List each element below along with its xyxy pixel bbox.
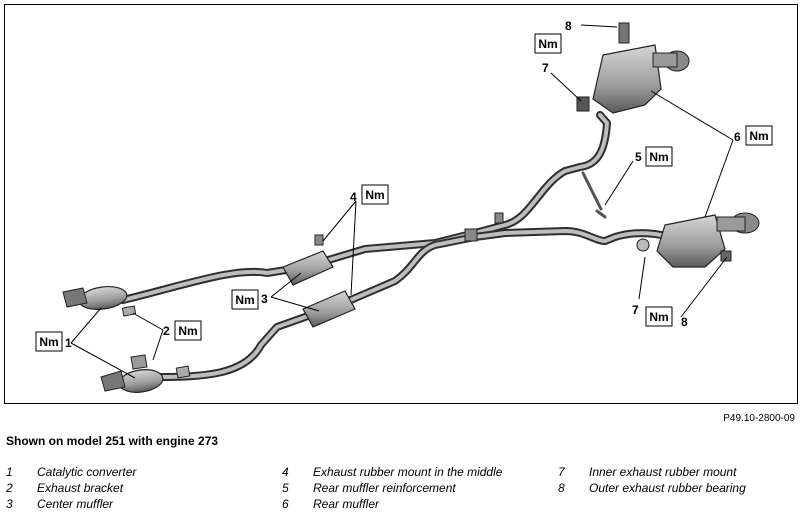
legend-number: 4 — [282, 465, 289, 479]
rear-muffler-upper — [576, 22, 690, 114]
center-muffler-lower — [302, 290, 356, 328]
legend-label: Center muffler — [37, 497, 114, 511]
rear-muffler-lower — [636, 212, 760, 268]
torque-callouts: Nm Nm Nm Nm Nm Nm — [35, 33, 773, 352]
legend-label: Rear muffler — [313, 497, 380, 511]
legend-number: 3 — [6, 497, 13, 511]
legend-number: 1 — [6, 465, 13, 479]
legend-label: Rear muffler reinforcement — [313, 481, 456, 495]
torque-box: Nm — [361, 184, 389, 205]
callout-8-lower: 8 — [681, 315, 688, 329]
exhaust-system-diagram: Nm Nm Nm Nm Nm Nm — [4, 4, 798, 404]
torque-label: Nm — [235, 293, 254, 307]
legend-number: 5 — [282, 481, 289, 495]
figure-caption: Shown on model 251 with engine 273 — [6, 434, 219, 448]
catalytic-converter-upper — [62, 286, 128, 310]
legend-label: Exhaust rubber mount in the middle — [313, 465, 503, 479]
legend-label: Exhaust bracket — [37, 481, 124, 495]
leader-lines — [70, 24, 734, 379]
torque-box: Nm — [231, 289, 259, 310]
legend-column-1: 1 Catalytic converter 2 Exhaust bracket 3 C… — [6, 464, 136, 512]
callout-5: 5 — [635, 150, 642, 164]
callout-numbers: 1 2 3 4 5 6 7 8 7 8 — [65, 19, 741, 350]
torque-label: Nm — [178, 324, 197, 338]
exhaust-illustration: Nm Nm Nm Nm Nm Nm — [35, 19, 773, 393]
legend-label: Catalytic converter — [37, 465, 137, 479]
callout-2: 2 — [163, 324, 170, 338]
torque-label: Nm — [538, 37, 557, 51]
legend-item: 3 Center muffler — [6, 496, 136, 512]
callout-7-lower: 7 — [632, 303, 639, 317]
legend-item: 5 Rear muffler reinforcement — [282, 480, 502, 496]
legend-item: 2 Exhaust bracket — [6, 480, 136, 496]
exhaust-brackets — [121, 305, 191, 379]
torque-box: Nm — [35, 331, 63, 352]
torque-label: Nm — [649, 310, 668, 324]
callout-1: 1 — [65, 336, 72, 350]
legend-number: 6 — [282, 497, 289, 511]
legend-item: 1 Catalytic converter — [6, 464, 136, 480]
callout-8-upper: 8 — [565, 19, 572, 33]
callout-3: 3 — [261, 292, 268, 306]
legend-item: 7 Inner exhaust rubber mount — [558, 464, 746, 480]
legend-item: 8 Outer exhaust rubber bearing — [558, 480, 746, 496]
legend-label: Outer exhaust rubber bearing — [589, 481, 746, 495]
torque-label: Nm — [749, 129, 768, 143]
torque-label: Nm — [649, 150, 668, 164]
legend-column-3: 7 Inner exhaust rubber mount 8 Outer exhau… — [558, 464, 746, 496]
exhaust-pipes — [119, 111, 674, 381]
torque-label: Nm — [39, 335, 58, 349]
legend-number: 7 — [558, 465, 565, 479]
callout-4: 4 — [350, 190, 357, 204]
center-muffler-upper — [282, 250, 334, 286]
legend-item: 6 Rear muffler — [282, 496, 502, 512]
callout-6: 6 — [734, 130, 741, 144]
legend-item: 4 Exhaust rubber mount in the middle — [282, 464, 502, 480]
legend-number: 8 — [558, 481, 565, 495]
catalytic-converter-lower — [100, 354, 164, 393]
legend-number: 2 — [6, 481, 13, 495]
torque-label: Nm — [365, 188, 384, 202]
torque-box: Nm — [645, 146, 673, 167]
figure-reference: P49.10-2800-09 — [723, 413, 795, 424]
center-rubber-mounts — [314, 212, 504, 246]
callout-7-upper: 7 — [542, 61, 549, 75]
torque-box: Nm — [174, 320, 202, 341]
torque-box: Nm — [534, 33, 562, 54]
torque-box: Nm — [645, 306, 673, 327]
legend-label: Inner exhaust rubber mount — [589, 465, 737, 479]
torque-box: Nm — [745, 125, 773, 146]
